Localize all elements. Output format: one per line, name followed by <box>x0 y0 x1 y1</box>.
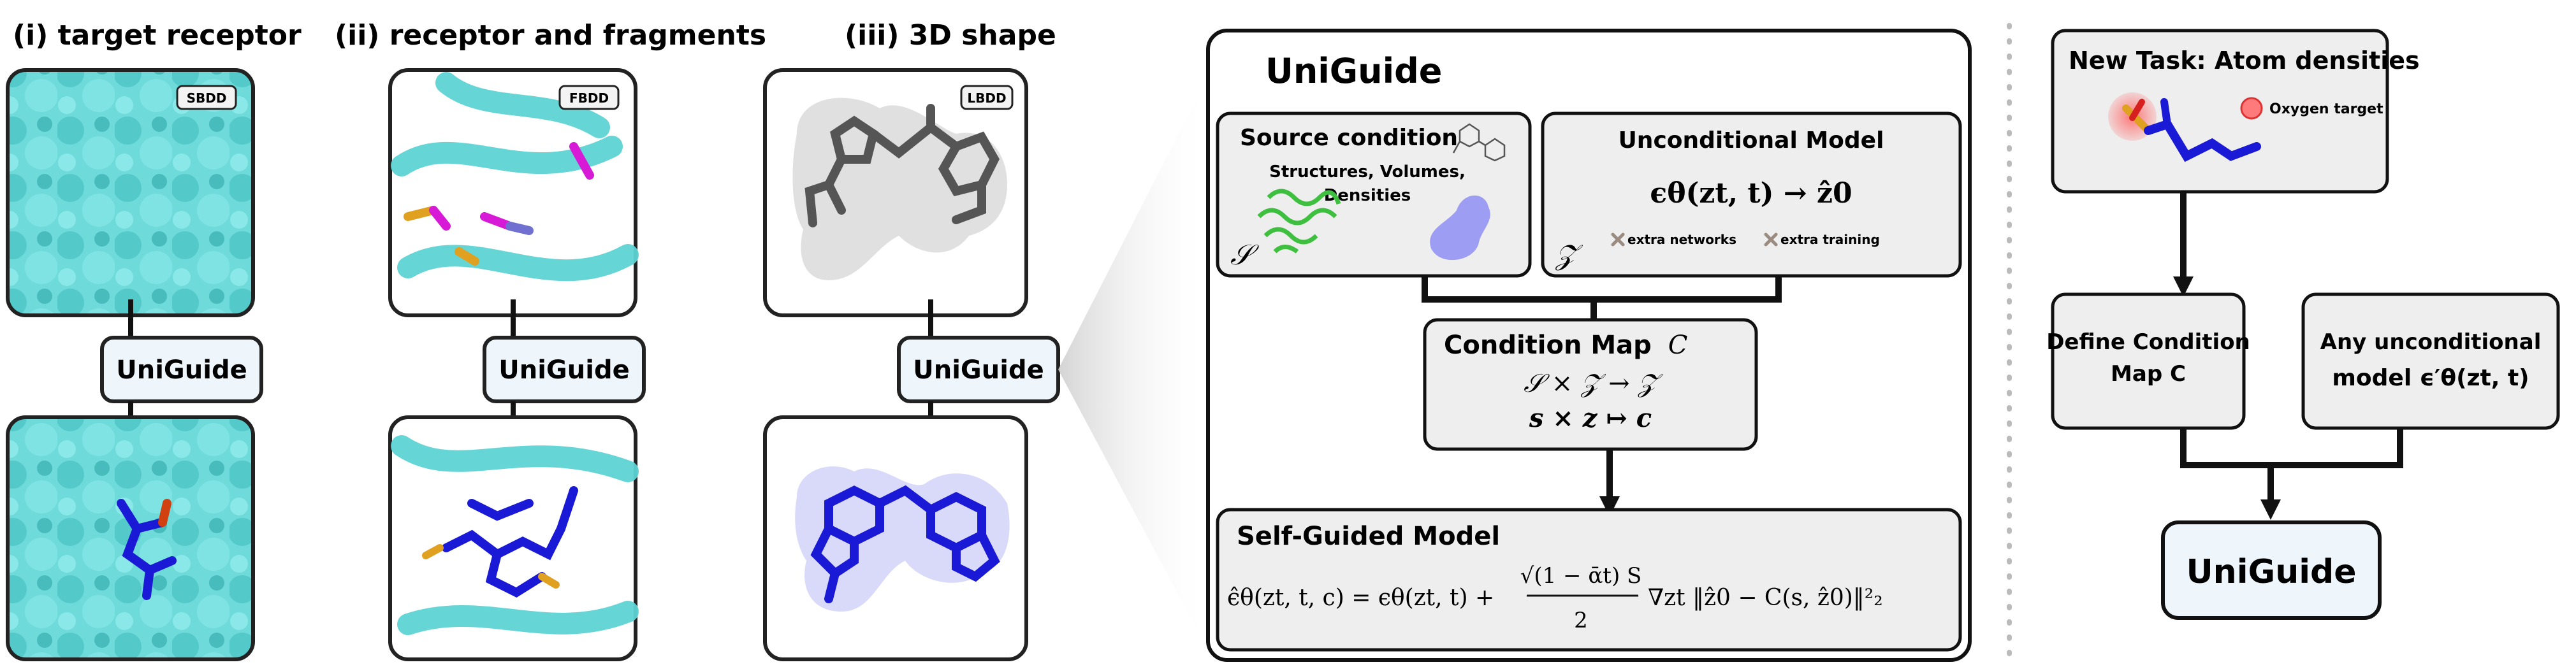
lbdd-generated-ligand <box>810 485 1000 603</box>
oxygen-target-legend-icon <box>2240 97 2263 120</box>
self-guided-frac-num: √(1 − ᾱt) S <box>1520 563 1642 589</box>
svg-text:Self-Guided Model: Self-Guided Model <box>1237 522 1500 551</box>
svg-text:SBDD: SBDD <box>187 90 227 106</box>
any-model-box: Any unconditional model ϵ′θ(zt, t) <box>2301 292 2560 430</box>
lbdd-tag: LBDD <box>960 85 1014 110</box>
fbdd-fragments <box>404 142 594 266</box>
unconditional-model-box: Unconditional Model ϵθ(zt, t) → ẑ0 𝒵 ext… <box>1541 111 1962 278</box>
self-guided-frac-den: 2 <box>1574 608 1588 633</box>
final-uniguide-box: UniGuide <box>2161 520 2382 620</box>
new-task-merge-connector <box>2180 428 2403 468</box>
svg-text:Any unconditional: Any unconditional <box>2320 329 2542 355</box>
zoom-fan <box>1058 70 1211 656</box>
svg-text:UniGuide: UniGuide <box>498 355 629 385</box>
uniguide-main-box: UniGuide Source condition Structures, Vo… <box>1206 29 1972 662</box>
svg-text:UniGuide: UniGuide <box>116 355 247 385</box>
self-guided-lhs: ϵ̂θ(zt, t, c) = ϵθ(zt, t) + <box>1227 585 1494 611</box>
new-task-box: New Task: Atom densities Oxygen target <box>2051 29 2420 194</box>
panel-sbdd: (i) target receptor SBDD UniGuide <box>6 19 302 661</box>
sbdd-tag: SBDD <box>176 85 237 110</box>
self-guided-model-box: Self-Guided Model ϵ̂θ(zt, t, c) = ϵθ(zt,… <box>1216 508 1962 652</box>
svg-text:FBDD: FBDD <box>569 90 609 106</box>
lbdd-reference-ligand <box>804 104 1000 227</box>
atom-density-molecule <box>2122 98 2261 162</box>
unconditional-formula: ϵθ(zt, t) → ẑ0 <box>1650 177 1852 210</box>
svg-text:Structures, Volumes,: Structures, Volumes, <box>1269 162 1466 182</box>
self-guided-rhs: ∇zt ‖ẑ0 − C(s, ẑ0)‖²₂ <box>1648 585 1883 611</box>
svg-text:New Task: Atom densities: New Task: Atom densities <box>2069 47 2420 75</box>
lbdd-result-surface <box>795 466 1010 612</box>
svg-text:Define Condition: Define Condition <box>2046 329 2250 355</box>
molecule-sketch-icon <box>1452 123 1506 162</box>
define-condition-box: Define Condition Map C <box>2046 292 2250 430</box>
volume-blob-icon <box>1430 195 1490 261</box>
svg-text:extra training: extra training <box>1780 232 1880 247</box>
svg-text:Source condition: Source condition <box>1240 125 1458 151</box>
heading-sbdd: (i) target receptor <box>13 19 302 52</box>
fbdd-generated-ligand <box>442 486 578 598</box>
fbdd-uniguide-box: UniGuide <box>483 336 646 403</box>
merge-connector <box>1422 276 1782 322</box>
panel-fbdd: (ii) receptor and fragments FBDD UniGuid… <box>335 19 766 661</box>
svg-text:extra networks: extra networks <box>1627 232 1736 247</box>
source-condition-box: Source condition Structures, Volumes, De… <box>1216 111 1532 278</box>
svg-text:Condition Map C: Condition Map C <box>1444 331 1687 360</box>
uniguide-main-title: UniGuide <box>1265 51 1442 91</box>
svg-text:Oxygen target: Oxygen target <box>2269 101 2383 117</box>
svg-text:LBDD: LBDD <box>967 90 1006 106</box>
new-task-section: New Task: Atom densities Oxygen target D… <box>2046 29 2560 620</box>
fbdd-result-helices <box>391 435 639 635</box>
cross-icon <box>1764 233 1778 247</box>
lbdd-uniguide-box: UniGuide <box>897 336 1060 403</box>
svg-text:Unconditional Model: Unconditional Model <box>1619 127 1884 154</box>
cross-icon <box>1611 233 1625 247</box>
heading-lbdd: (iii) 3D shape <box>845 19 1056 52</box>
protein-structure-icon <box>1257 189 1341 254</box>
svg-text:Map C: Map C <box>2111 361 2186 387</box>
condition-map-box: Condition Map C 𝒮 × 𝒵 → 𝒵 s × z ↦ c <box>1423 318 1758 451</box>
svg-text:UniGuide: UniGuide <box>2186 553 2356 591</box>
sbdd-uniguide-box: UniGuide <box>100 336 263 403</box>
heading-fbdd: (ii) receptor and fragments <box>335 19 766 52</box>
condition-map-line1: 𝒮 × 𝒵 → 𝒵 <box>1524 369 1663 398</box>
svg-text:UniGuide: UniGuide <box>913 355 1044 385</box>
fbdd-result-image <box>388 415 637 661</box>
condition-map-line2: s × z ↦ c <box>1529 403 1652 433</box>
svg-text:model ϵ′θ(zt, t): model ϵ′θ(zt, t) <box>2332 365 2529 391</box>
fbdd-tag: FBDD <box>558 85 620 110</box>
panel-lbdd: (iii) 3D shape LBDD UniGuide <box>763 19 1060 661</box>
sbdd-generated-ligand <box>117 499 177 600</box>
